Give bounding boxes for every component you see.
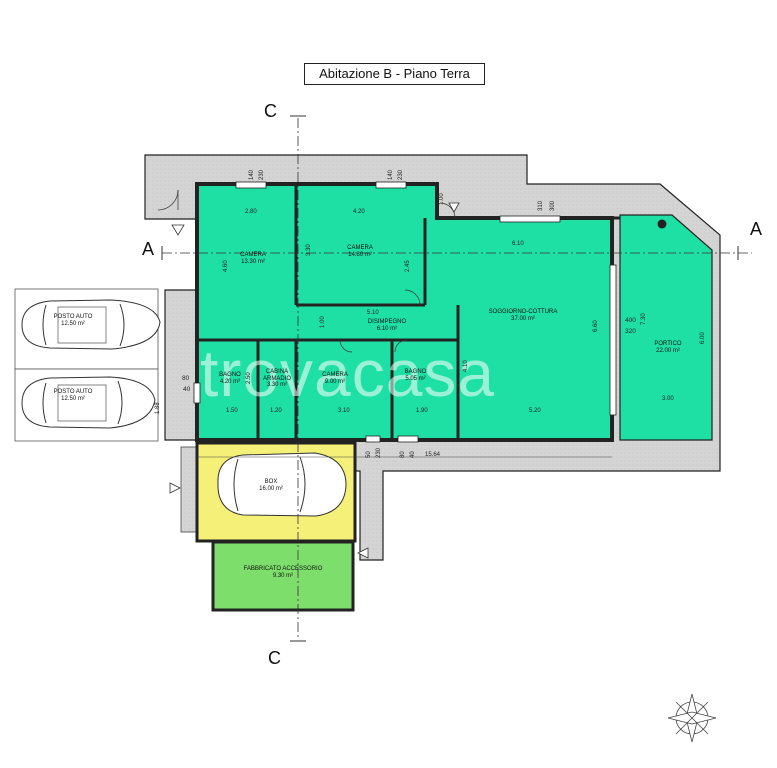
- room-area: 3.30 m²: [266, 382, 288, 389]
- room-cabina: CABINA ARMADIO 3.30 m²: [258, 369, 296, 389]
- plan-title: Abitazione B - Piano Terra: [304, 63, 485, 85]
- room-soggiorno: SOGGIORNO-COTTURA 37.00 m²: [473, 309, 573, 322]
- box-ramp: [180, 446, 198, 533]
- dim-label: 2.45: [405, 260, 411, 272]
- room-name: CAMERA: [347, 245, 373, 251]
- room-portico: PORTICO 22.00 m²: [643, 341, 693, 354]
- room-name: POSTO AUTO: [53, 314, 93, 320]
- dim-label: 6.10: [512, 241, 524, 247]
- north-compass-icon: [667, 693, 717, 743]
- dim-label: 1.00: [320, 316, 326, 328]
- window-dim: 40: [183, 386, 191, 393]
- window-dim: 140: [388, 169, 394, 180]
- dim-label: 3.10: [338, 408, 350, 414]
- parking-label-2: POSTO AUTO 12.50 m²: [48, 389, 98, 402]
- window-dim: 40: [410, 451, 416, 458]
- room-name: FABBRICATO ACCESSORIO: [243, 566, 323, 572]
- window-dim: 230: [398, 169, 404, 180]
- room-name: CABINA ARMADIO: [262, 369, 291, 382]
- dim-label: 7.30: [641, 313, 647, 325]
- room-name: CAMERA: [240, 252, 266, 258]
- dim-total: 15.64: [425, 452, 441, 458]
- room-camera-1: CAMERA 13.30 m²: [218, 252, 288, 265]
- section-arrows: [161, 115, 739, 642]
- car-icon: [217, 452, 347, 517]
- dim-label: 6.60: [593, 320, 599, 332]
- dim-label: 1.00: [439, 193, 445, 205]
- parking-label-1: POSTO AUTO 12.50 m²: [48, 314, 98, 327]
- pillar-icon: [657, 219, 667, 229]
- entrance-markers: [169, 202, 460, 559]
- dim-label: 1.20: [270, 408, 282, 414]
- window-dim: 320: [625, 328, 636, 335]
- room-area: 22.00 m²: [656, 347, 680, 354]
- dim-label: 6.00: [700, 332, 706, 344]
- window-dim: 80: [182, 375, 190, 382]
- window-dim: 80: [400, 451, 406, 458]
- room-name: BAGNO: [219, 372, 241, 378]
- section-c-top: C: [264, 101, 277, 121]
- room-bagno-1: BAGNO 4.20 m²: [210, 372, 250, 385]
- dim-label: 3.30: [306, 244, 312, 256]
- window-dim: 50: [366, 451, 372, 458]
- dim-label: 4.60: [223, 260, 229, 272]
- room-bagno-2: BAGNO 5.05 m²: [393, 369, 438, 382]
- room-area: 14.80 m²: [348, 251, 372, 258]
- room-name: CAMERA: [322, 372, 348, 378]
- room-area: 6.10 m²: [376, 325, 398, 332]
- room-area: 13.30 m²: [241, 258, 265, 265]
- room-name: SOGGIORNO-COTTURA: [488, 309, 558, 315]
- room-name: DISIMPEGNO: [367, 319, 407, 325]
- room-area: 4.20 m²: [219, 378, 241, 385]
- room-name: BOX: [264, 479, 278, 485]
- dim-label: 3.00: [662, 396, 674, 402]
- section-lines: [162, 118, 752, 640]
- car-icon: [21, 299, 161, 350]
- dim-label: 5.10: [367, 310, 379, 316]
- window-dim: 400: [625, 317, 636, 324]
- room-area: 12.50 m²: [61, 395, 85, 402]
- room-name: POSTO AUTO: [53, 389, 93, 395]
- window-dim: 310: [538, 200, 544, 211]
- dim-label: 4.10: [463, 360, 469, 372]
- accessory-building: [211, 540, 355, 612]
- room-area: 12.50 m²: [61, 320, 85, 327]
- room-name: PORTICO: [654, 341, 682, 347]
- dim-label: 4.20: [353, 209, 365, 215]
- dim-label: 5.20: [529, 408, 541, 414]
- window-dim: 300: [550, 200, 556, 211]
- room-area: 16.00 m²: [259, 485, 283, 492]
- room-disimpegno: DISIMPEGNO 6.10 m²: [352, 319, 422, 332]
- dim-label: 1.50: [226, 408, 238, 414]
- room-camera-2: CAMERA 14.80 m²: [325, 245, 395, 258]
- section-a-left: A: [142, 239, 155, 259]
- portico-area: [619, 214, 713, 441]
- dim-label: 2.80: [245, 209, 257, 215]
- room-area: 37.00 m²: [511, 315, 535, 322]
- dim-label: 2.50: [246, 372, 252, 384]
- interior-walls: [197, 184, 620, 440]
- dim-label: 1.90: [416, 408, 428, 414]
- windows: [193, 181, 617, 443]
- section-a-right: A: [750, 219, 763, 239]
- room-accessorio: FABBRICATO ACCESSORIO 9.30 m²: [218, 566, 348, 579]
- window-dim: 140: [249, 169, 255, 180]
- section-c-bottom: C: [268, 648, 281, 668]
- window-dim: 230: [259, 169, 265, 180]
- room-name: BAGNO: [404, 369, 427, 375]
- car-icon: [21, 376, 156, 429]
- room-area: 5.05 m²: [405, 375, 426, 382]
- room-camera-3: CAMERA 9.00 m²: [310, 372, 360, 385]
- watermark-logo: trovacasa: [200, 336, 496, 410]
- room-box: BOX 16.00 m²: [246, 479, 296, 492]
- room-area: 9.30 m²: [272, 572, 294, 579]
- room-area: 9.00 m²: [324, 378, 346, 385]
- window-dim: 230: [376, 447, 382, 458]
- dim-label: 1.88: [155, 402, 161, 414]
